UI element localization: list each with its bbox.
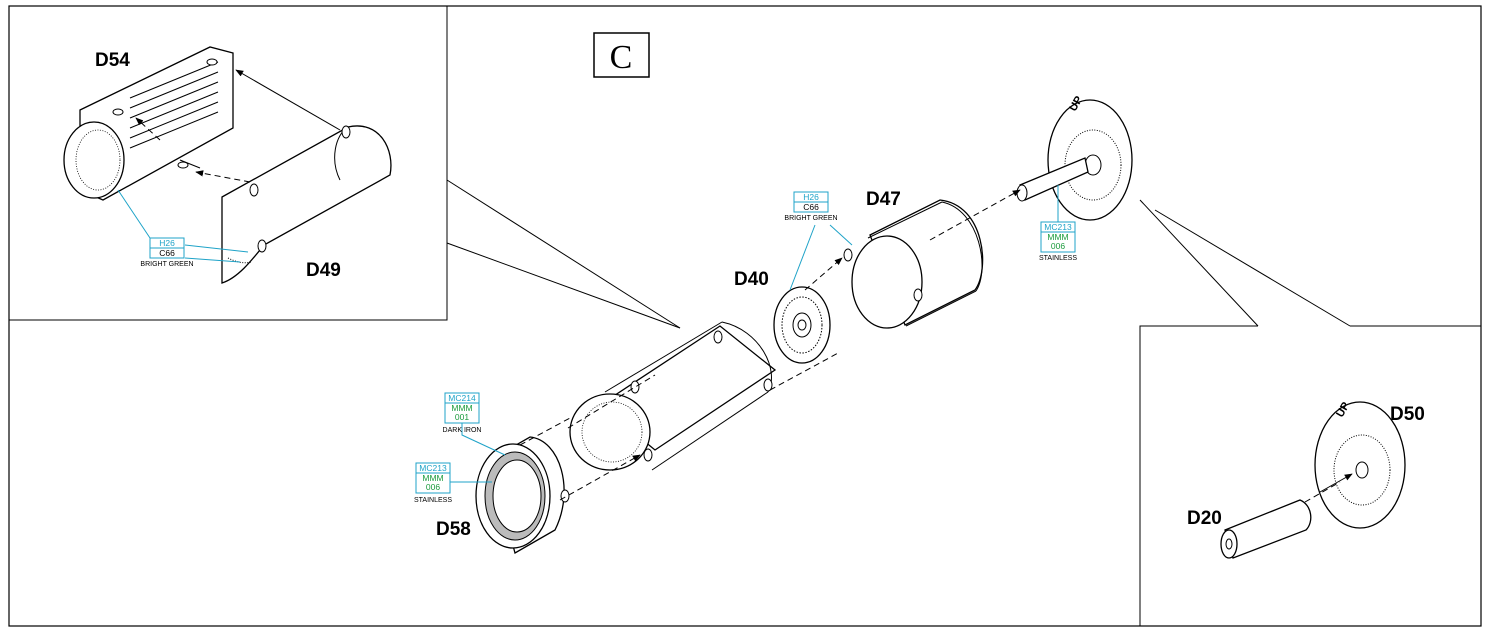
paint-name: BRIGHT GREEN bbox=[784, 215, 837, 222]
part-d54-drawing bbox=[63, 46, 234, 201]
inset-box-left bbox=[9, 6, 681, 329]
part-label-d20: D20 bbox=[1187, 508, 1222, 529]
paint-mr-code: MMM bbox=[422, 473, 443, 483]
paint-callout-stainless-ring: MC213 MMM 006 STAINLESS bbox=[414, 462, 492, 504]
part-label-d49: D49 bbox=[306, 260, 341, 281]
paint-name: BRIGHT GREEN bbox=[140, 261, 193, 268]
part-d40-drawing bbox=[773, 286, 831, 364]
paint-name: STAINLESS bbox=[414, 497, 452, 504]
paint-gunze-code: C66 bbox=[803, 202, 819, 212]
part-d47-drawing bbox=[843, 199, 984, 329]
paint-mr-number: 006 bbox=[426, 482, 440, 492]
part-label-d47: D47 bbox=[866, 189, 901, 210]
part-label-d50: D50 bbox=[1390, 404, 1425, 425]
part-d20-drawing bbox=[1220, 499, 1312, 559]
paint-hobby-code: H26 bbox=[159, 238, 175, 248]
paint-mr-number: 001 bbox=[455, 412, 469, 422]
paint-callout-dark-iron: MC214 MMM 001 DARK IRON bbox=[443, 392, 506, 456]
step-frame bbox=[8, 5, 1482, 627]
paint-hobby-code: H26 bbox=[803, 192, 819, 202]
paint-mr-number: 006 bbox=[1051, 241, 1065, 251]
part-main-cylinder-drawing bbox=[569, 321, 777, 471]
part-d50-main-drawing: UP bbox=[1016, 94, 1133, 221]
part-label-d40: D40 bbox=[734, 269, 769, 290]
paint-hobby-code: MC214 bbox=[448, 393, 476, 403]
paint-callout-green-inset: H26 C66 BRIGHT GREEN bbox=[117, 189, 249, 268]
step-letter: C bbox=[610, 39, 633, 76]
paint-callout-stainless-top: MC213 MMM 006 STAINLESS bbox=[1039, 185, 1077, 262]
paint-callout-green-main: H26 C66 BRIGHT GREEN bbox=[784, 191, 853, 291]
paint-hobby-code: MC213 bbox=[1044, 222, 1072, 232]
paint-name: DARK IRON bbox=[443, 427, 482, 434]
step-letter-box: C bbox=[593, 32, 650, 78]
paint-name: STAINLESS bbox=[1039, 255, 1077, 262]
paint-gunze-code: C66 bbox=[159, 248, 175, 258]
part-label-d54: D54 bbox=[95, 50, 130, 71]
part-d58-drawing bbox=[475, 436, 570, 554]
paint-hobby-code: MC213 bbox=[419, 463, 447, 473]
part-d50-inset-drawing: UP bbox=[1314, 400, 1406, 529]
inset-box-right bbox=[1139, 199, 1481, 626]
part-label-d58: D58 bbox=[436, 519, 471, 540]
part-d49-drawing bbox=[221, 125, 392, 284]
paint-mr-code: MMM bbox=[451, 403, 472, 413]
paint-mr-code: MMM bbox=[1047, 232, 1068, 242]
